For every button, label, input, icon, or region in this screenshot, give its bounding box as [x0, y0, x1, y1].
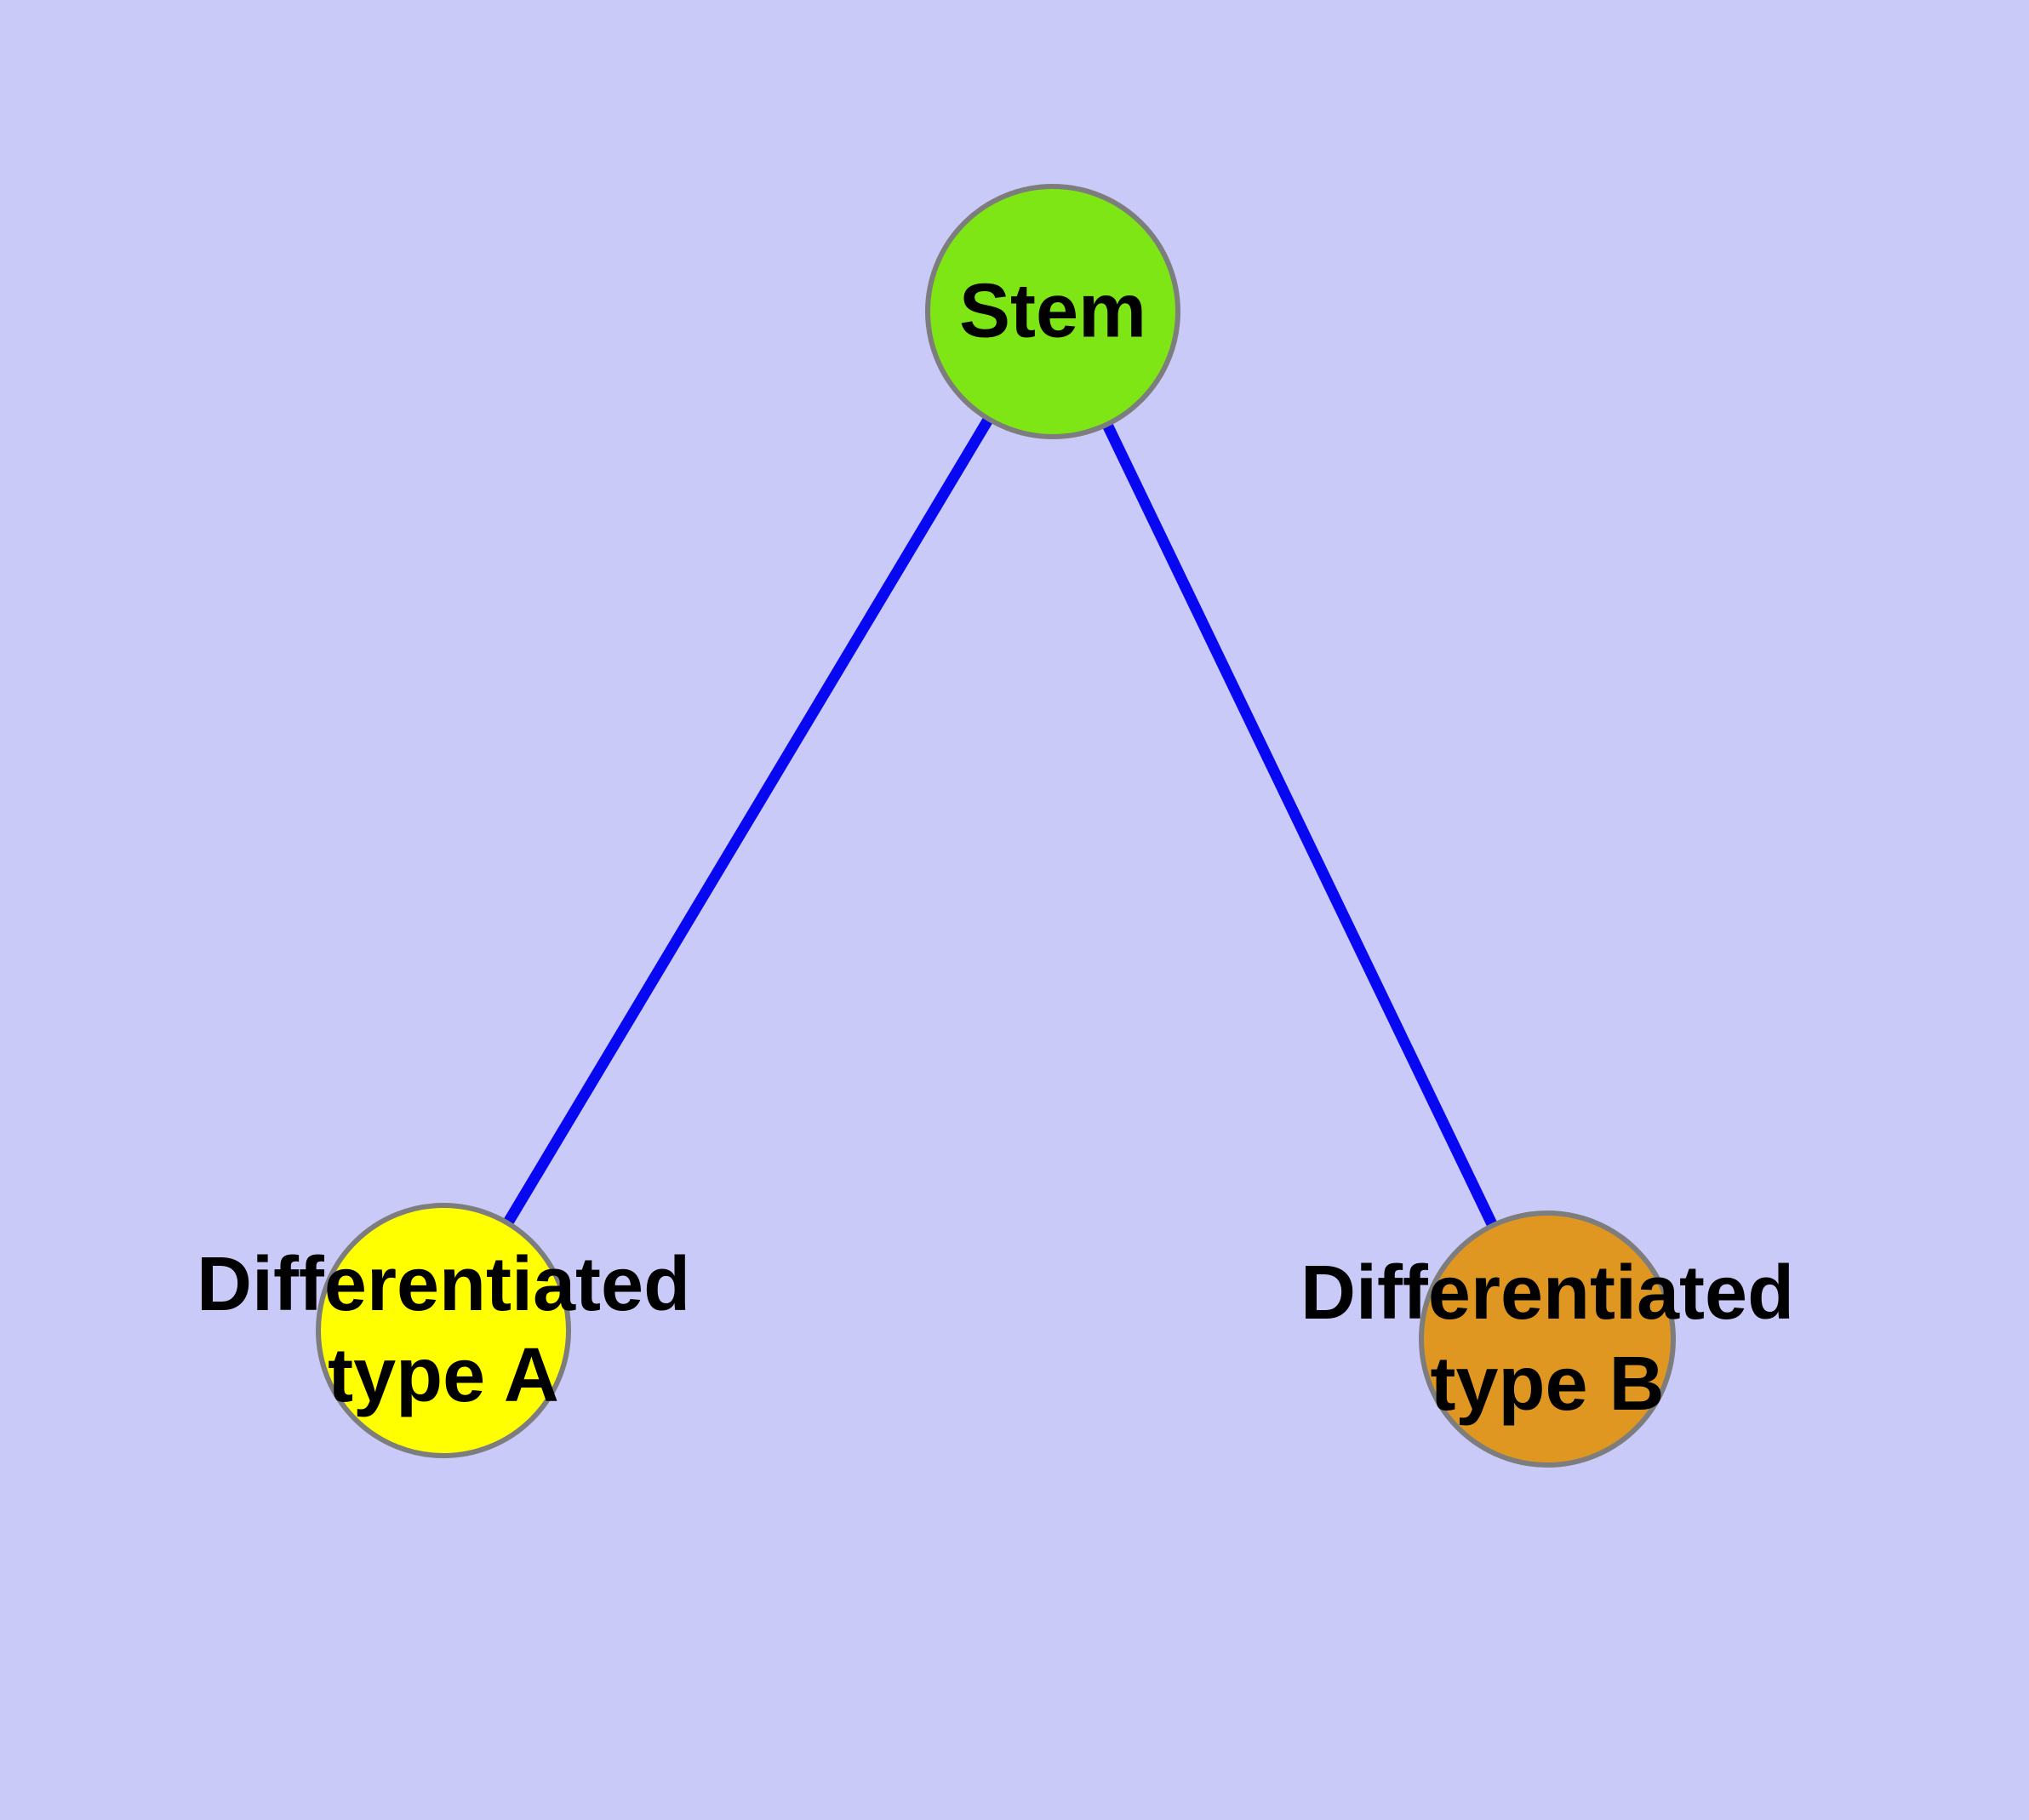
node-differentiated-type-a	[316, 1203, 571, 1458]
node-differentiated-type-b	[1419, 1210, 1676, 1468]
node-stem-label: Stem	[958, 268, 1147, 354]
edge-stem-to-type-a	[437, 306, 1059, 1336]
edge-stem-to-type-b	[1047, 306, 1553, 1345]
node-type-b-label: Differentiated type B	[1300, 1251, 1795, 1427]
node-stem	[925, 184, 1180, 439]
node-type-a-label: Differentiated type A	[196, 1242, 691, 1418]
